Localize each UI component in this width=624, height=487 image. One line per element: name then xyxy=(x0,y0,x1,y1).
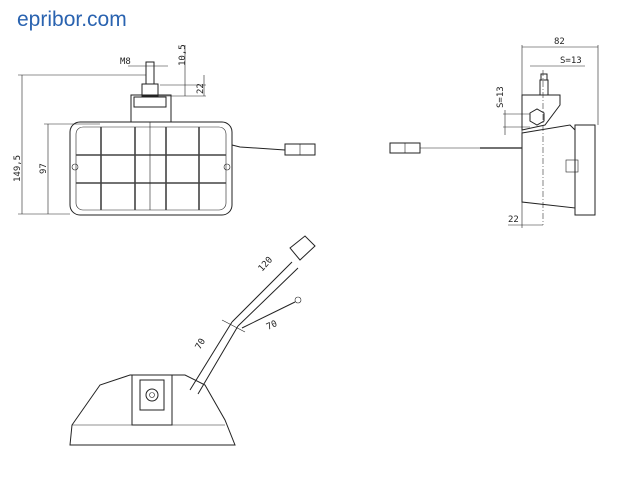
dim-cable-a: 70 xyxy=(194,337,208,351)
dim-wrench-top: S=13 xyxy=(560,56,582,66)
dim-housing-height: 97 xyxy=(39,163,49,174)
site-logo[interactable]: epribor.com xyxy=(17,8,127,31)
dim-total-height: 149,5 xyxy=(13,155,23,182)
dim-nut-height: 22 xyxy=(196,83,206,94)
bottom-view xyxy=(69,235,316,446)
dim-cable-b: 70 xyxy=(265,319,279,333)
dim-thread: M8 xyxy=(120,57,131,67)
side-view xyxy=(389,45,599,228)
dim-stud-height: 10,5 xyxy=(178,44,188,66)
dim-wrench-side: S=13 xyxy=(496,86,506,108)
dim-depth: 82 xyxy=(554,37,565,47)
dim-offset: 22 xyxy=(508,215,519,225)
front-view xyxy=(18,45,316,216)
dim-cable-length: 120 xyxy=(257,255,275,274)
